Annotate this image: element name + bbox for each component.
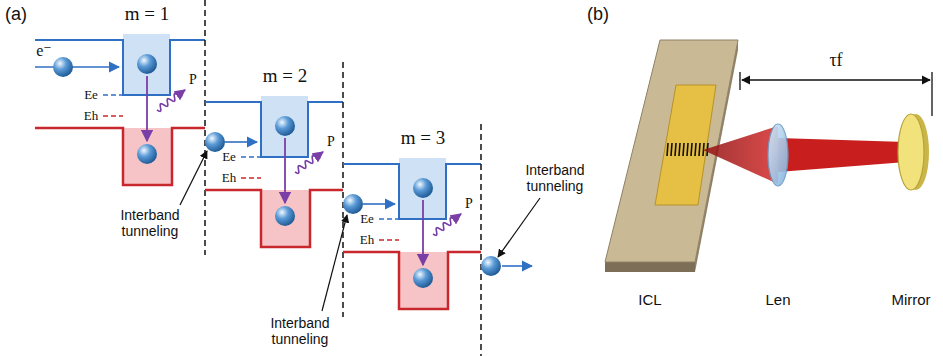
ridge-stroke (683, 143, 684, 156)
band-diagram (35, 0, 540, 356)
ridge-stroke (699, 143, 700, 156)
label: Eh (360, 233, 374, 248)
laser-ridge (667, 143, 708, 156)
electron-level (241, 156, 261, 158)
label: (a) (5, 4, 27, 25)
tick (739, 72, 740, 90)
electron-level (379, 218, 399, 220)
ridge-stroke (667, 143, 668, 156)
stage-boundary (204, 0, 206, 255)
ridge-stroke (671, 143, 672, 156)
beam-cone (703, 126, 778, 184)
mirror (898, 114, 924, 190)
label: P (189, 72, 197, 88)
injection-arrow (35, 66, 119, 68)
label: Eh (84, 109, 98, 124)
hole-level (379, 239, 399, 241)
transition-arrow (284, 138, 286, 203)
board-front (605, 262, 695, 272)
laser-beam (778, 138, 906, 172)
transition-arrow (422, 200, 424, 265)
conduction-band (35, 40, 205, 95)
label: P (465, 196, 473, 212)
laser-setup (605, 40, 932, 272)
ridge-stroke (691, 143, 692, 156)
electron (137, 144, 157, 164)
label: Eh (222, 171, 236, 186)
leader-line (498, 198, 540, 257)
electron (481, 256, 501, 276)
electron (275, 206, 295, 226)
label: Ee (360, 212, 374, 227)
injection-arrow (502, 265, 532, 267)
label: Interband tunneling (516, 162, 594, 194)
ridge-stroke (675, 143, 676, 156)
injection-arrow (225, 141, 257, 143)
photon-arrow (157, 90, 185, 111)
electron (343, 194, 363, 214)
ridge-stroke (703, 143, 704, 156)
injection-arrow (363, 203, 395, 205)
gold-pad (655, 85, 716, 205)
label: ICL (638, 291, 661, 308)
valence-band (205, 190, 343, 247)
transition-arrow (146, 76, 148, 141)
ridge-stroke (687, 143, 688, 156)
label: τf (829, 50, 842, 71)
delay-arrow (742, 79, 930, 80)
leader-line (180, 151, 207, 205)
stage-boundary (480, 124, 482, 356)
label: Mirror (891, 291, 930, 308)
ridge-stroke (679, 143, 680, 156)
electron (413, 178, 433, 198)
label: m = 3 (401, 127, 446, 149)
ridge-stroke (695, 143, 696, 156)
electron-level (103, 94, 123, 96)
photon-arrow (295, 152, 323, 173)
lens (768, 124, 788, 186)
electron (275, 116, 295, 136)
tick (931, 72, 932, 116)
leader-line (322, 215, 347, 311)
hole-level (241, 177, 261, 179)
label: m = 1 (125, 3, 170, 25)
label: (b) (587, 4, 609, 25)
stage-boundary (342, 62, 344, 317)
electron (413, 268, 433, 288)
label: m = 2 (263, 65, 308, 87)
valence-band (343, 252, 481, 309)
electron (205, 132, 225, 152)
label: P (327, 134, 335, 150)
electron (137, 54, 157, 74)
electron (53, 57, 73, 77)
label: Ee (222, 150, 236, 165)
label: e⁻ (36, 42, 52, 60)
label: Len (765, 291, 790, 308)
valence-band (35, 128, 205, 185)
hole-level (103, 115, 123, 117)
label: Ee (84, 88, 98, 103)
label: Interband tunneling (261, 315, 339, 347)
photon-arrow (433, 214, 461, 235)
label: Interband tunneling (111, 207, 189, 239)
